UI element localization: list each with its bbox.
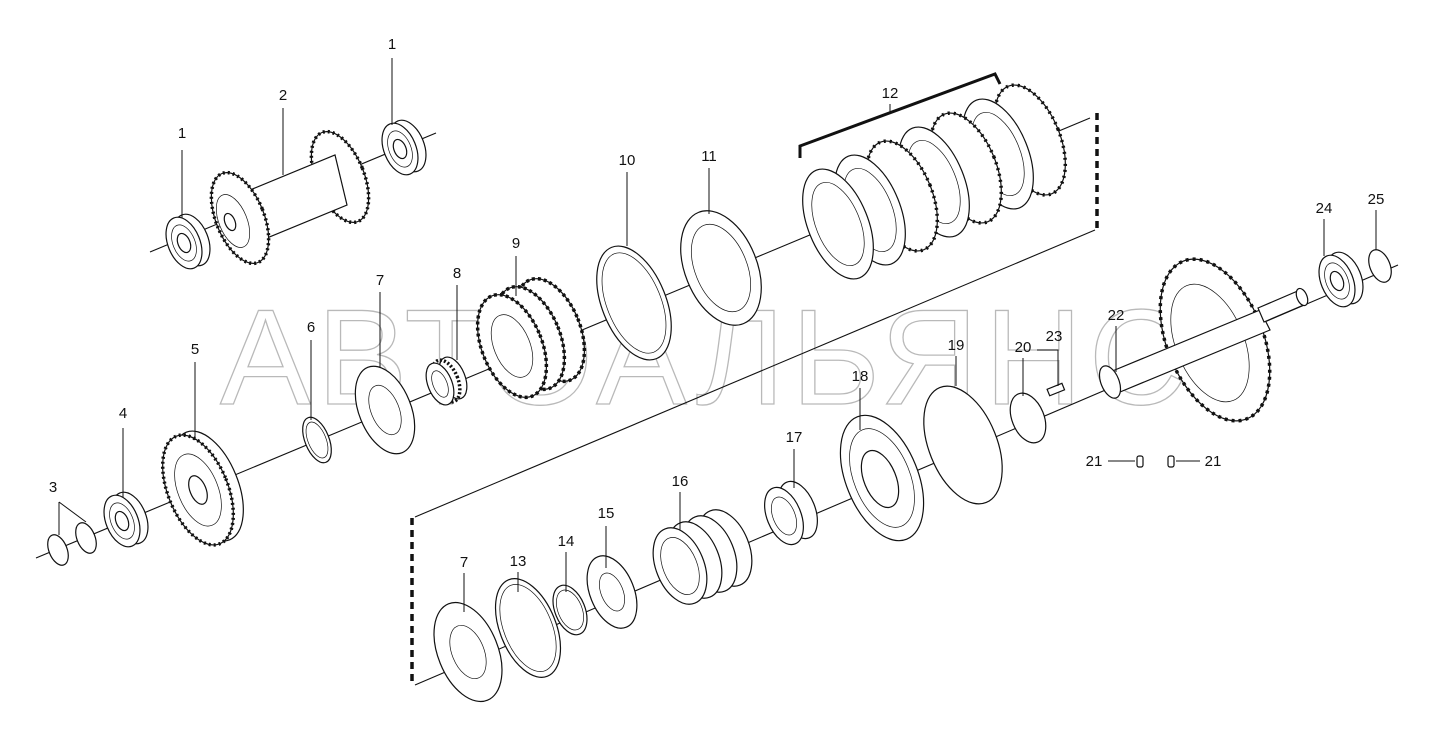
part-20-o-ring — [1009, 392, 1047, 444]
part-19-seal — [923, 385, 1003, 505]
part-11-pressure-plate — [680, 210, 762, 326]
part-16-return-spring — [652, 509, 753, 605]
part-25-shim — [1368, 249, 1392, 283]
part-10-snap-ring — [596, 245, 672, 361]
part-4-bearing — [103, 491, 149, 548]
part-1-bearing-right — [381, 119, 427, 176]
axis-connector — [414, 229, 1096, 518]
part-24-bearing — [1318, 251, 1364, 308]
callout-labels: 1 1 2 3 4 5 6 7 7 8 9 10 11 12 13 14 15 … — [49, 36, 1385, 571]
part-23-pin — [1046, 382, 1066, 397]
callout-1-right: 1 — [388, 36, 396, 53]
part-12-bracket — [798, 72, 1002, 158]
callout-18: 18 — [852, 368, 869, 385]
callout-12: 12 — [882, 85, 899, 102]
part-15-spring-retainer — [586, 555, 638, 629]
callout-9: 9 — [512, 235, 520, 252]
part-12-clutch-pack — [802, 83, 1068, 280]
part-3-shims — [47, 522, 97, 566]
callout-14: 14 — [558, 533, 575, 550]
part-13-seal-ring — [494, 578, 562, 678]
callout-7-lower: 7 — [460, 554, 468, 571]
callout-1-left: 1 — [178, 125, 186, 142]
callout-21-left: 21 — [1086, 453, 1103, 470]
part-7-thrust-washer-upper — [354, 365, 416, 455]
part-1-bearing-left — [165, 213, 211, 270]
part-6-snap-ring — [302, 416, 332, 464]
part-7-thrust-washer-lower — [433, 601, 503, 703]
callout-23: 23 — [1046, 328, 1063, 345]
callout-8: 8 — [453, 265, 461, 282]
part-18-piston — [839, 414, 925, 542]
callout-19: 19 — [948, 337, 965, 354]
part-5-gear — [160, 430, 244, 547]
callout-4: 4 — [119, 405, 127, 422]
part-9-gear-hub — [475, 276, 587, 400]
callout-6: 6 — [307, 319, 315, 336]
callout-15: 15 — [598, 505, 615, 522]
part-2-countershaft-gear — [209, 129, 371, 266]
part-21-keys — [1136, 455, 1175, 468]
leader-lines — [58, 58, 1377, 612]
callout-24: 24 — [1316, 200, 1333, 217]
callout-13: 13 — [510, 553, 527, 570]
callout-21-right: 21 — [1205, 453, 1222, 470]
callout-25: 25 — [1368, 191, 1385, 208]
callout-2: 2 — [279, 87, 287, 104]
callout-22: 22 — [1108, 307, 1125, 324]
callout-17: 17 — [786, 429, 803, 446]
callout-5: 5 — [191, 341, 199, 358]
callout-16: 16 — [672, 473, 689, 490]
part-17-bushing — [764, 480, 818, 546]
part-22-clutch-drum — [1098, 257, 1309, 423]
callout-7-upper: 7 — [376, 272, 384, 289]
part-14-snap-ring — [552, 584, 588, 636]
part-8-needle-bearing — [425, 356, 468, 406]
callout-3: 3 — [49, 479, 57, 496]
callout-20: 20 — [1015, 339, 1032, 356]
callout-11: 11 — [701, 148, 717, 165]
callout-10: 10 — [619, 152, 636, 169]
